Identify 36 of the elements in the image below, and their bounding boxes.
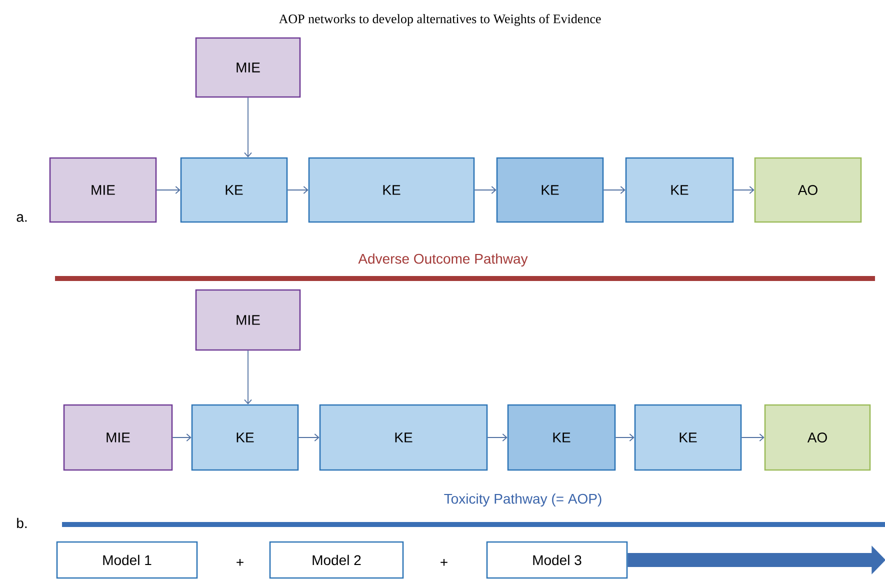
arrow (244, 350, 252, 404)
arrow (287, 186, 308, 194)
section-title: Toxicity Pathway (= AOP) (444, 493, 602, 507)
process-box: KE (191, 404, 299, 471)
process-box: KE (625, 157, 734, 223)
process-box: AO (754, 157, 862, 223)
section-title: Adverse Outcome Pathway (358, 253, 528, 267)
process-box: MIE (195, 289, 301, 351)
arrow (741, 434, 764, 442)
arrow (603, 186, 626, 194)
process-box: KE (308, 157, 475, 223)
title: AOP networks to develop alternatives to Weights of Evidence (278, 14, 601, 26)
panel-label: a. (16, 214, 27, 222)
process-box: KE (507, 404, 616, 471)
plus-sign: + (236, 558, 244, 566)
arrow (172, 434, 192, 442)
model-box: Model 1 (56, 541, 198, 579)
model-box: Model 2 (269, 541, 404, 579)
process-box: KE (180, 157, 288, 223)
arrow (733, 186, 754, 194)
model-box: Model 3 (486, 541, 628, 579)
process-box: KE (496, 157, 604, 223)
arrow (487, 434, 508, 442)
process-box: MIE (49, 157, 157, 223)
arrow (156, 186, 180, 194)
plus-sign: + (440, 558, 448, 566)
arrow (298, 434, 320, 442)
process-box: KE (319, 404, 488, 471)
process-box: MIE (63, 404, 173, 471)
process-box: AO (764, 404, 871, 471)
arrow (244, 97, 252, 158)
panel-label: b. (17, 518, 27, 528)
arrow (474, 186, 496, 194)
process-box: KE (634, 404, 742, 471)
process-box: MIE (195, 37, 301, 98)
arrow (615, 434, 634, 442)
